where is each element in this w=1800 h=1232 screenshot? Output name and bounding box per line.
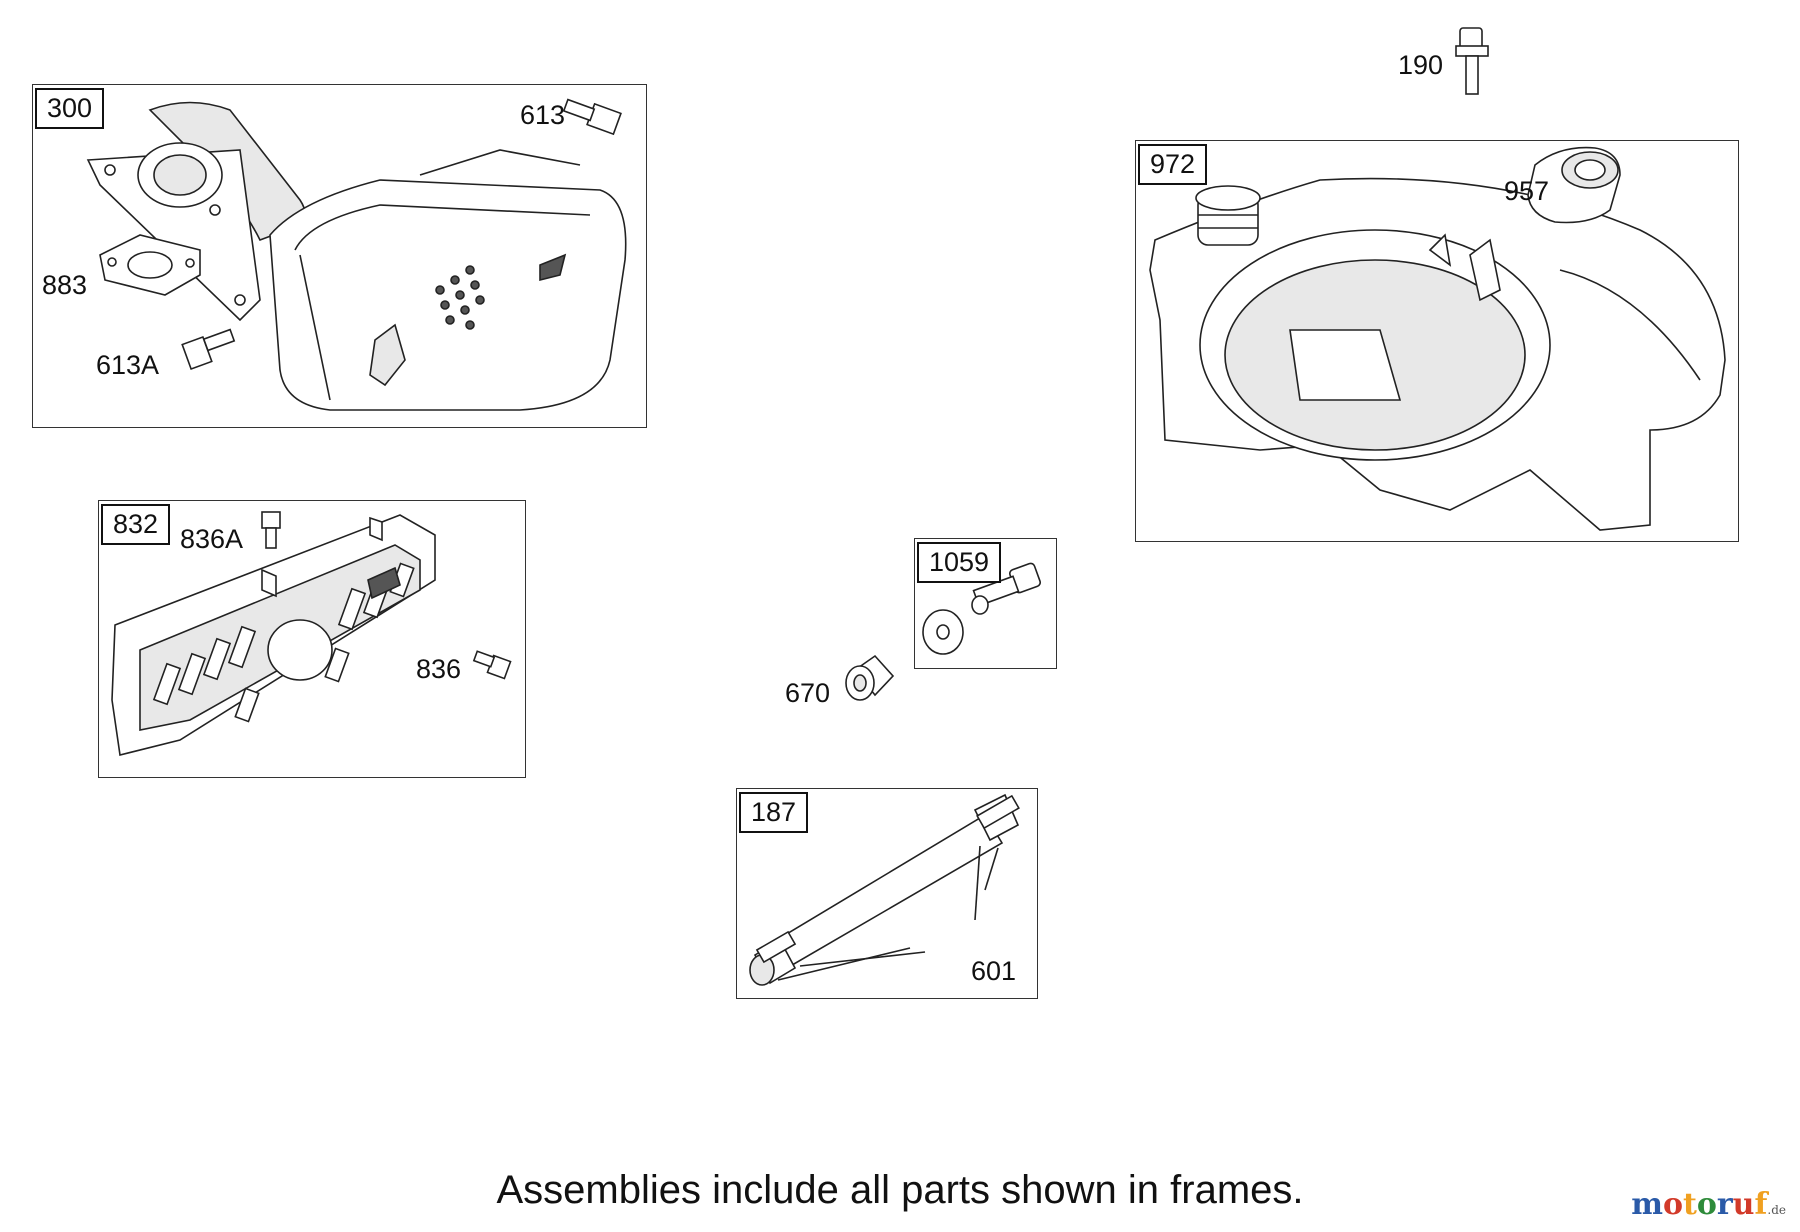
muffler-guard-illustration: [111, 514, 436, 756]
logo-letter: r: [1716, 1187, 1733, 1222]
assembly-number-832: 832: [101, 504, 171, 545]
part-label-613a: 613A: [96, 350, 160, 380]
assembly-number-972: 972: [1138, 144, 1208, 185]
fuel-tank-assembly-frame: [1135, 140, 1739, 542]
logo-tld: .de: [1767, 1203, 1786, 1217]
logo-letter: t: [1682, 1187, 1697, 1222]
part-label-957: 957: [1504, 176, 1550, 206]
fuel-line-illustration: [749, 793, 1020, 986]
part-label-190: 190: [1398, 50, 1444, 80]
diagram-caption: Assemblies include all parts shown in fr…: [496, 1168, 1304, 1212]
muffler-guard-assembly-frame: [98, 500, 526, 778]
fuel-line-assembly-frame: [736, 788, 1038, 999]
fuel-cap-illustration: [1527, 146, 1621, 224]
fuel-tank-illustration: [1149, 177, 1726, 531]
assembly-number-300: 300: [35, 88, 105, 129]
part-label-613: 613: [520, 100, 566, 130]
assembly-number-1059: 1059: [917, 542, 1002, 583]
logo-letter: u: [1732, 1187, 1755, 1222]
motoruf-watermark-logo: motoruf.de: [1631, 1187, 1786, 1222]
screw-613a-illustration: [181, 328, 236, 371]
assembly-number-187: 187: [739, 792, 809, 833]
spacer-illustration: [845, 654, 895, 701]
logo-letter: o: [1662, 1187, 1683, 1222]
muffler-illustration: [86, 101, 627, 411]
part-label-670: 670: [785, 678, 831, 708]
logo-letter: o: [1696, 1187, 1717, 1222]
muffler-assembly-frame: [32, 84, 647, 428]
logo-letter: m: [1631, 1187, 1663, 1222]
screw-190-illustration: [1455, 27, 1489, 95]
part-label-601: 601: [971, 956, 1017, 986]
screw-836-illustration: [472, 650, 512, 680]
part-label-836: 836: [416, 654, 462, 684]
gasket-illustration: [99, 234, 201, 296]
screw-613-illustration: [562, 98, 622, 136]
part-label-883: 883: [42, 270, 88, 300]
screw-836a-illustration: [261, 511, 281, 549]
part-label-836a: 836A: [180, 524, 244, 554]
logo-letter: f: [1754, 1187, 1768, 1222]
bolt-washer-illustration: [922, 562, 1041, 655]
bolt-washer-assembly-frame: [914, 538, 1057, 669]
